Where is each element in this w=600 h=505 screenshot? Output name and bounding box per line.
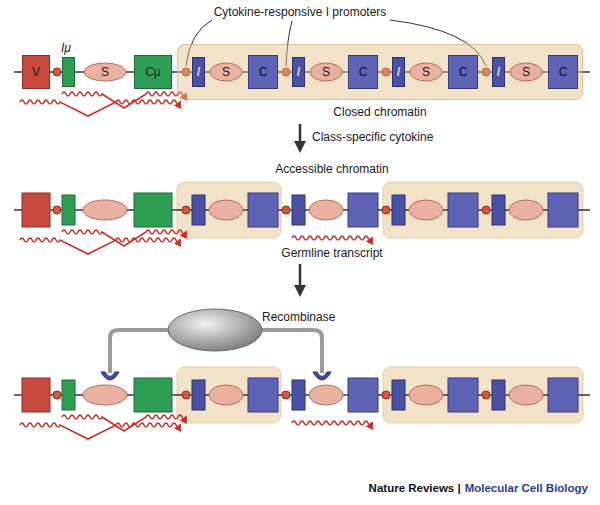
node-label: Iμ — [61, 41, 71, 55]
node-label: S — [209, 62, 243, 82]
switch-region-outline — [410, 63, 442, 81]
recombinase-arm — [258, 330, 322, 373]
annotation-label: Germline transcript — [257, 246, 407, 261]
node-label: S — [83, 62, 127, 82]
switch-region-outline — [210, 63, 242, 81]
switch-region: S — [409, 62, 443, 82]
annotation-label: Accessible chromatin — [257, 162, 407, 177]
recombinase-outline — [168, 309, 262, 351]
node-label: Cμ — [135, 56, 171, 88]
c-mu-exon: Cμ — [134, 55, 172, 89]
transcript-group — [20, 92, 186, 116]
switch-region-outline — [84, 63, 126, 81]
switch-region-outline — [310, 63, 342, 81]
node-label: Closed chromatin — [178, 105, 582, 119]
node-label: S — [409, 62, 443, 82]
v-segment: V — [22, 55, 50, 89]
chromatin-band: Closed chromatinISCISCISCISC — [177, 44, 583, 100]
constant-exon: C — [248, 55, 278, 89]
step-arrow — [299, 124, 302, 150]
i-exon: I — [292, 57, 305, 87]
credit-text: Nature Reviews | — [369, 482, 461, 494]
constant-exon: C — [448, 55, 478, 89]
switch-region: S — [309, 62, 343, 82]
node-label: C — [449, 56, 477, 88]
switch-region-outline — [510, 63, 542, 81]
credit-text: Molecular Cell Biology — [465, 482, 588, 494]
switch-region: S — [83, 62, 127, 82]
locus-row — [14, 182, 590, 240]
recombinase-clamp — [313, 372, 331, 380]
node-label: C — [549, 56, 577, 88]
transcript-group — [20, 415, 186, 439]
node-label: I — [193, 58, 204, 86]
recombinase-shape — [167, 308, 263, 352]
promoter-dot — [53, 68, 61, 76]
constant-exon: C — [548, 55, 578, 89]
transcript-group — [20, 230, 186, 254]
node-label: C — [349, 56, 377, 88]
step-arrow — [299, 264, 302, 294]
node-label: I — [393, 58, 404, 86]
recombinase-clamp — [101, 372, 119, 380]
constant-exon: C — [348, 55, 378, 89]
node-label: V — [23, 56, 49, 88]
locus-row — [14, 367, 590, 425]
switch-region: S — [209, 62, 243, 82]
node-label: C — [249, 56, 277, 88]
node-label: I — [493, 58, 504, 86]
i-exon: I — [192, 57, 205, 87]
credit-line: Nature Reviews | Molecular Cell Biology — [369, 482, 588, 494]
node-label: S — [509, 62, 543, 82]
i-mu-exon: Iμ — [62, 57, 75, 87]
i-exon: I — [492, 57, 505, 87]
annotation-label: Class-specific cytokine — [312, 130, 482, 145]
node-label: S — [309, 62, 343, 82]
switch-region: S — [509, 62, 543, 82]
recombinase-arm — [110, 330, 172, 373]
annotation-label: Cytokine-responsive I promoters — [195, 5, 405, 20]
node-label: I — [293, 58, 304, 86]
recombinase-enzyme: Recombinase — [167, 308, 263, 352]
i-exon: I — [392, 57, 405, 87]
node-label: Recombinase — [262, 310, 335, 324]
